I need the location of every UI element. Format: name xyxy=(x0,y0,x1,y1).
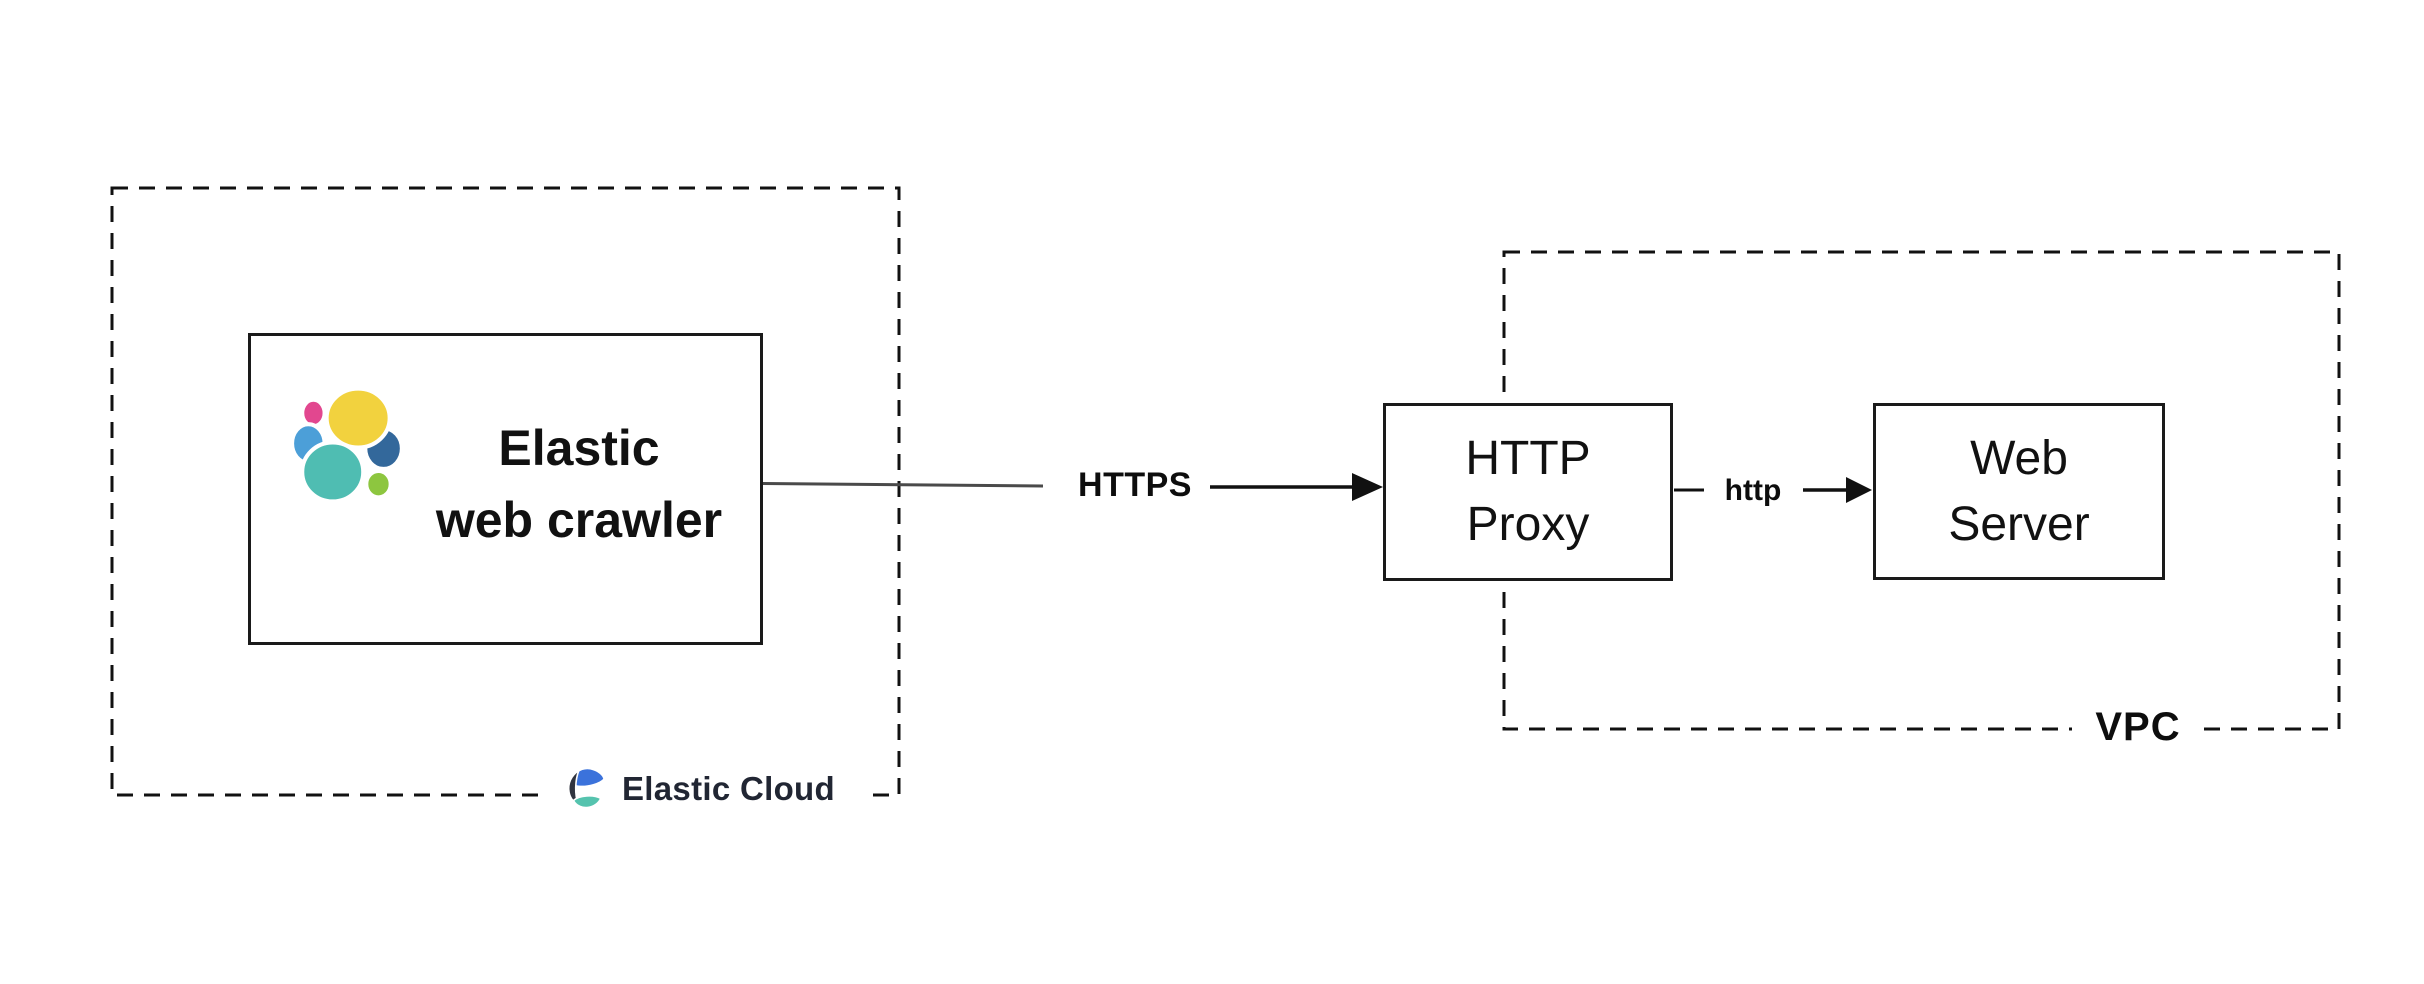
http-edge-label: http xyxy=(1724,474,1782,507)
elastic-cloud-logo-icon xyxy=(567,767,605,809)
elastic-cloud-boundary xyxy=(110,186,901,797)
crawler-label-line1: Elastic xyxy=(498,420,660,476)
crawler-node-label: Elastic web crawler xyxy=(403,412,755,556)
https-edge-label: HTTPS xyxy=(1078,465,1192,504)
server-label-line2: Server xyxy=(1948,497,2090,551)
web-server-node: Web Server xyxy=(1873,403,2165,580)
http-proxy-node: HTTP Proxy xyxy=(1383,403,1673,581)
https-arrowhead-icon xyxy=(1352,473,1383,501)
http-arrowhead-icon xyxy=(1846,477,1872,503)
elasticsearch-logo-icon xyxy=(290,386,404,504)
elastic-cloud-boundary-label: Elastic Cloud xyxy=(548,757,870,821)
elastic-cloud-label-text: Elastic Cloud xyxy=(622,770,835,807)
crawler-connector-line xyxy=(762,482,1044,488)
server-label-line1: Web xyxy=(1970,431,2068,485)
vpc-boundary-label: VPC xyxy=(2072,702,2204,752)
proxy-label-line2: Proxy xyxy=(1466,498,1590,551)
proxy-label-line1: HTTP xyxy=(1465,432,1591,485)
crawler-label-line2: web crawler xyxy=(435,492,723,548)
elastic-web-crawler-node: Elastic web crawler xyxy=(248,333,763,645)
